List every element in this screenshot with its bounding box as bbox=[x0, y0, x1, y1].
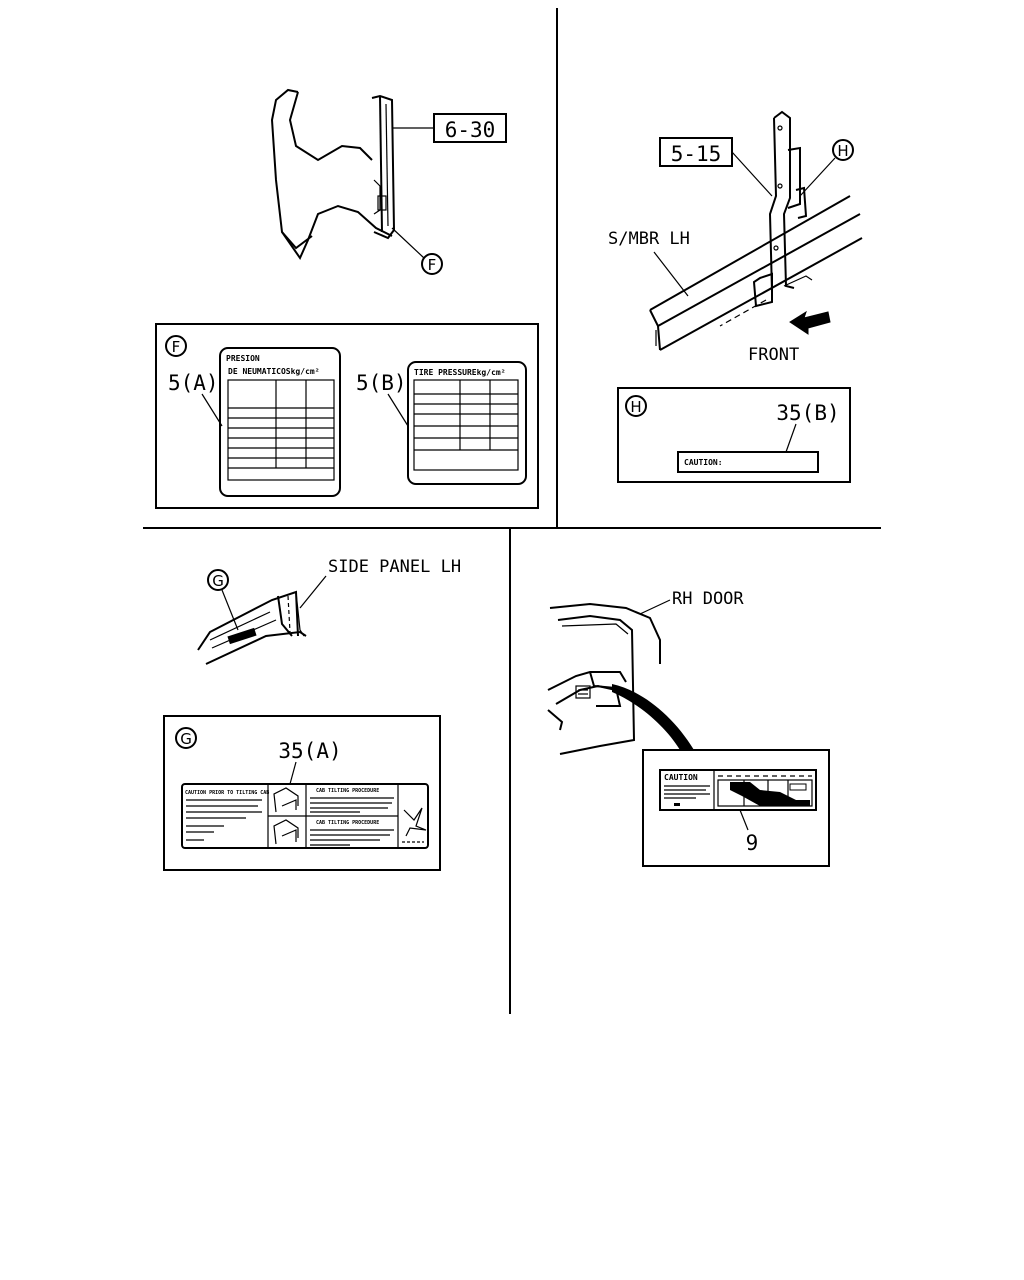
detail-9-box: CAUTION 9 bbox=[642, 749, 830, 867]
side-member-drawing bbox=[649, 110, 863, 351]
ref-5-15: 5-15 bbox=[671, 142, 722, 166]
ref-5a: 5(A) bbox=[168, 371, 219, 395]
svg-text:F: F bbox=[428, 256, 437, 274]
tire-pressure-label-spanish: PRESION DE NEUMATICOSkg/cm² bbox=[219, 347, 341, 497]
side-panel-drawing bbox=[197, 590, 307, 665]
ref-9: 9 bbox=[746, 831, 759, 855]
rh-door-label: RH DOOR bbox=[672, 589, 744, 609]
svg-text:F: F bbox=[172, 338, 181, 356]
svg-text:TIRE PRESSUREkg/cm²: TIRE PRESSUREkg/cm² bbox=[414, 368, 506, 377]
svg-text:G: G bbox=[212, 572, 224, 590]
smbr-lh-label: S/MBR LH bbox=[608, 229, 690, 249]
callout-h-detail: H bbox=[625, 395, 647, 417]
detail-f-box: F 5(A) 5(B) PRESION DE NEUMATICOSkg/cm² … bbox=[155, 323, 539, 509]
ref-box-6-30: 6-30 bbox=[433, 113, 507, 143]
quadrant-dividers bbox=[143, 8, 881, 1014]
side-panel-lh-label: SIDE PANEL LH bbox=[328, 557, 461, 577]
ref-6-30: 6-30 bbox=[445, 118, 496, 142]
callout-h-top: H bbox=[832, 139, 854, 161]
caution-label-9: CAUTION bbox=[659, 769, 817, 811]
svg-text:CAB TILTING PROCEDURE: CAB TILTING PROCEDURE bbox=[316, 820, 379, 826]
text-lines-left bbox=[186, 799, 262, 841]
caution-label-35b: CAUTION: bbox=[684, 458, 723, 467]
ref-35b: 35(B) bbox=[776, 401, 839, 425]
front-label: FRONT bbox=[748, 345, 799, 365]
callout-g-detail: G bbox=[175, 727, 197, 749]
detail-g-box: G 35(A) CAUTION PRIOR TO TILTING CAB CAB… bbox=[163, 715, 441, 871]
tire-pressure-label-english: TIRE PRESSUREkg/cm² bbox=[407, 361, 527, 485]
cab-pillar-drawing bbox=[270, 88, 396, 261]
svg-text:DE NEUMATICOSkg/cm²: DE NEUMATICOSkg/cm² bbox=[228, 367, 320, 376]
callout-f-top: F bbox=[421, 253, 443, 275]
front-arrow-icon bbox=[789, 310, 831, 335]
svg-text:CAUTION PRIOR TO TILTING CAB: CAUTION PRIOR TO TILTING CAB bbox=[185, 790, 269, 796]
caution-table-9 bbox=[717, 775, 813, 807]
text-lines-mid bbox=[310, 797, 394, 846]
cab-tilting-caution-label: CAUTION PRIOR TO TILTING CAB CAB TILTING… bbox=[181, 783, 429, 849]
rh-door-drawing bbox=[547, 602, 694, 755]
label-35a-location bbox=[227, 627, 257, 645]
ref-35a: 35(A) bbox=[278, 739, 341, 763]
svg-text:G: G bbox=[180, 730, 192, 748]
svg-text:H: H bbox=[837, 142, 848, 160]
ref-5b: 5(B) bbox=[356, 371, 407, 395]
callout-g-top: G bbox=[207, 569, 229, 591]
callout-f-detail: F bbox=[165, 335, 187, 357]
svg-text:H: H bbox=[630, 398, 641, 416]
svg-text:PRESION: PRESION bbox=[226, 354, 260, 363]
detail-h-box: H 35(B) CAUTION: bbox=[617, 387, 851, 483]
ref-box-5-15: 5-15 bbox=[659, 137, 733, 167]
svg-text:CAUTION: CAUTION bbox=[664, 773, 698, 782]
tilt-mechanism-icon bbox=[402, 807, 427, 843]
cab-tilt-icon bbox=[273, 787, 299, 845]
svg-text:CAB TILTING PROCEDURE: CAB TILTING PROCEDURE bbox=[316, 788, 379, 794]
